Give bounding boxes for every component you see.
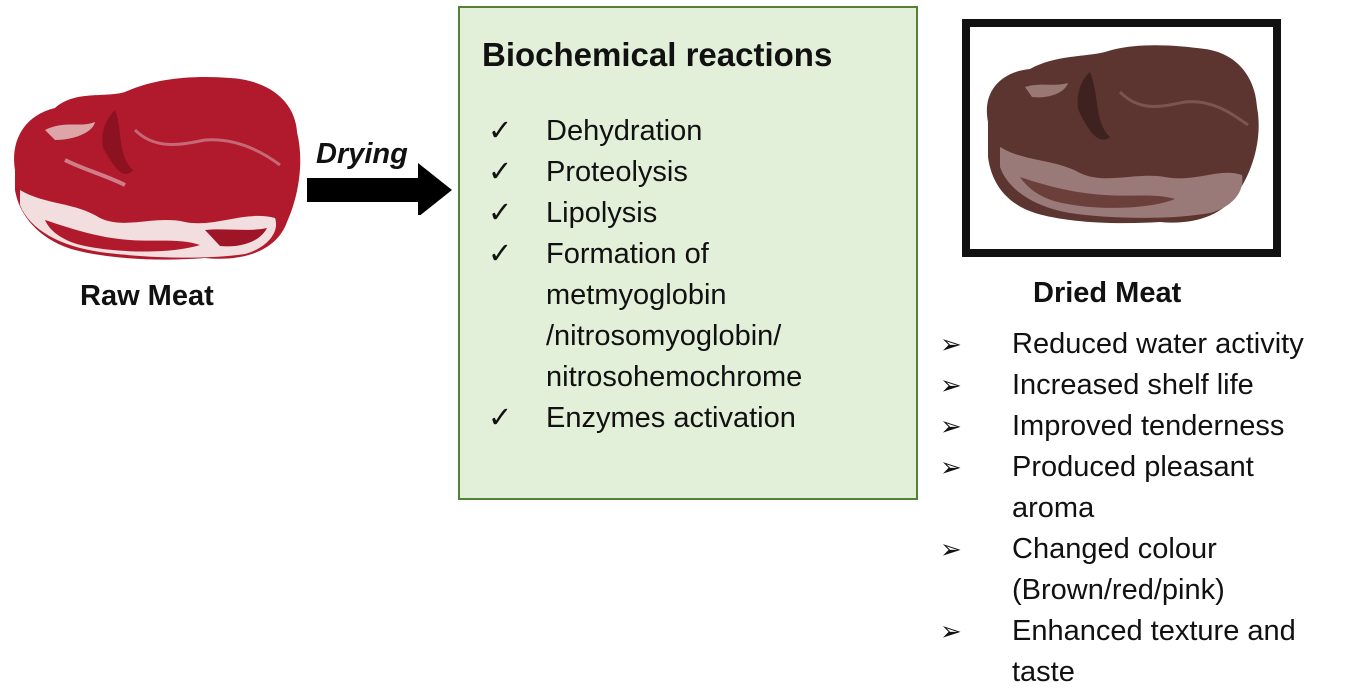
drying-label: Drying xyxy=(316,138,408,170)
arrowhead-bullet-icon: ➢ xyxy=(940,616,962,646)
arrowhead-bullet-icon: ➢ xyxy=(940,452,962,482)
reactions-box: Biochemical reactions ✓ Dehydration ✓ Prote… xyxy=(458,6,918,500)
effect-text: Improved tenderness xyxy=(1012,410,1285,442)
dried-meat-frame xyxy=(962,19,1281,257)
reactions-title: Biochemical reactions xyxy=(482,36,833,73)
checkmark-icon: ✓ xyxy=(488,156,513,188)
raw-meat-label: Raw Meat xyxy=(80,280,214,312)
checkmark-icon: ✓ xyxy=(488,402,513,434)
effect-text: Reduced water activity xyxy=(1012,328,1304,360)
effect-text: Changed colour(Brown/red/pink) xyxy=(1012,533,1225,606)
dried-meat-image xyxy=(986,45,1259,224)
checkmark-icon: ✓ xyxy=(488,115,513,147)
checkmark-icon: ✓ xyxy=(488,238,513,270)
reaction-text: Dehydration xyxy=(546,115,703,147)
arrowhead-bullet-icon: ➢ xyxy=(940,534,962,564)
arrowhead-bullet-icon: ➢ xyxy=(940,329,962,359)
arrowhead-bullet-icon: ➢ xyxy=(940,411,962,441)
drying-arrow xyxy=(307,163,452,215)
reaction-text: Lipolysis xyxy=(546,197,658,229)
raw-meat-image xyxy=(14,76,301,260)
effect-text: Increased shelf life xyxy=(1012,369,1254,401)
dried-meat-label: Dried Meat xyxy=(1033,277,1182,309)
reaction-text: Enzymes activation xyxy=(546,402,796,434)
reaction-text: Proteolysis xyxy=(546,156,688,188)
arrowhead-bullet-icon: ➢ xyxy=(940,370,962,400)
checkmark-icon: ✓ xyxy=(488,197,513,229)
